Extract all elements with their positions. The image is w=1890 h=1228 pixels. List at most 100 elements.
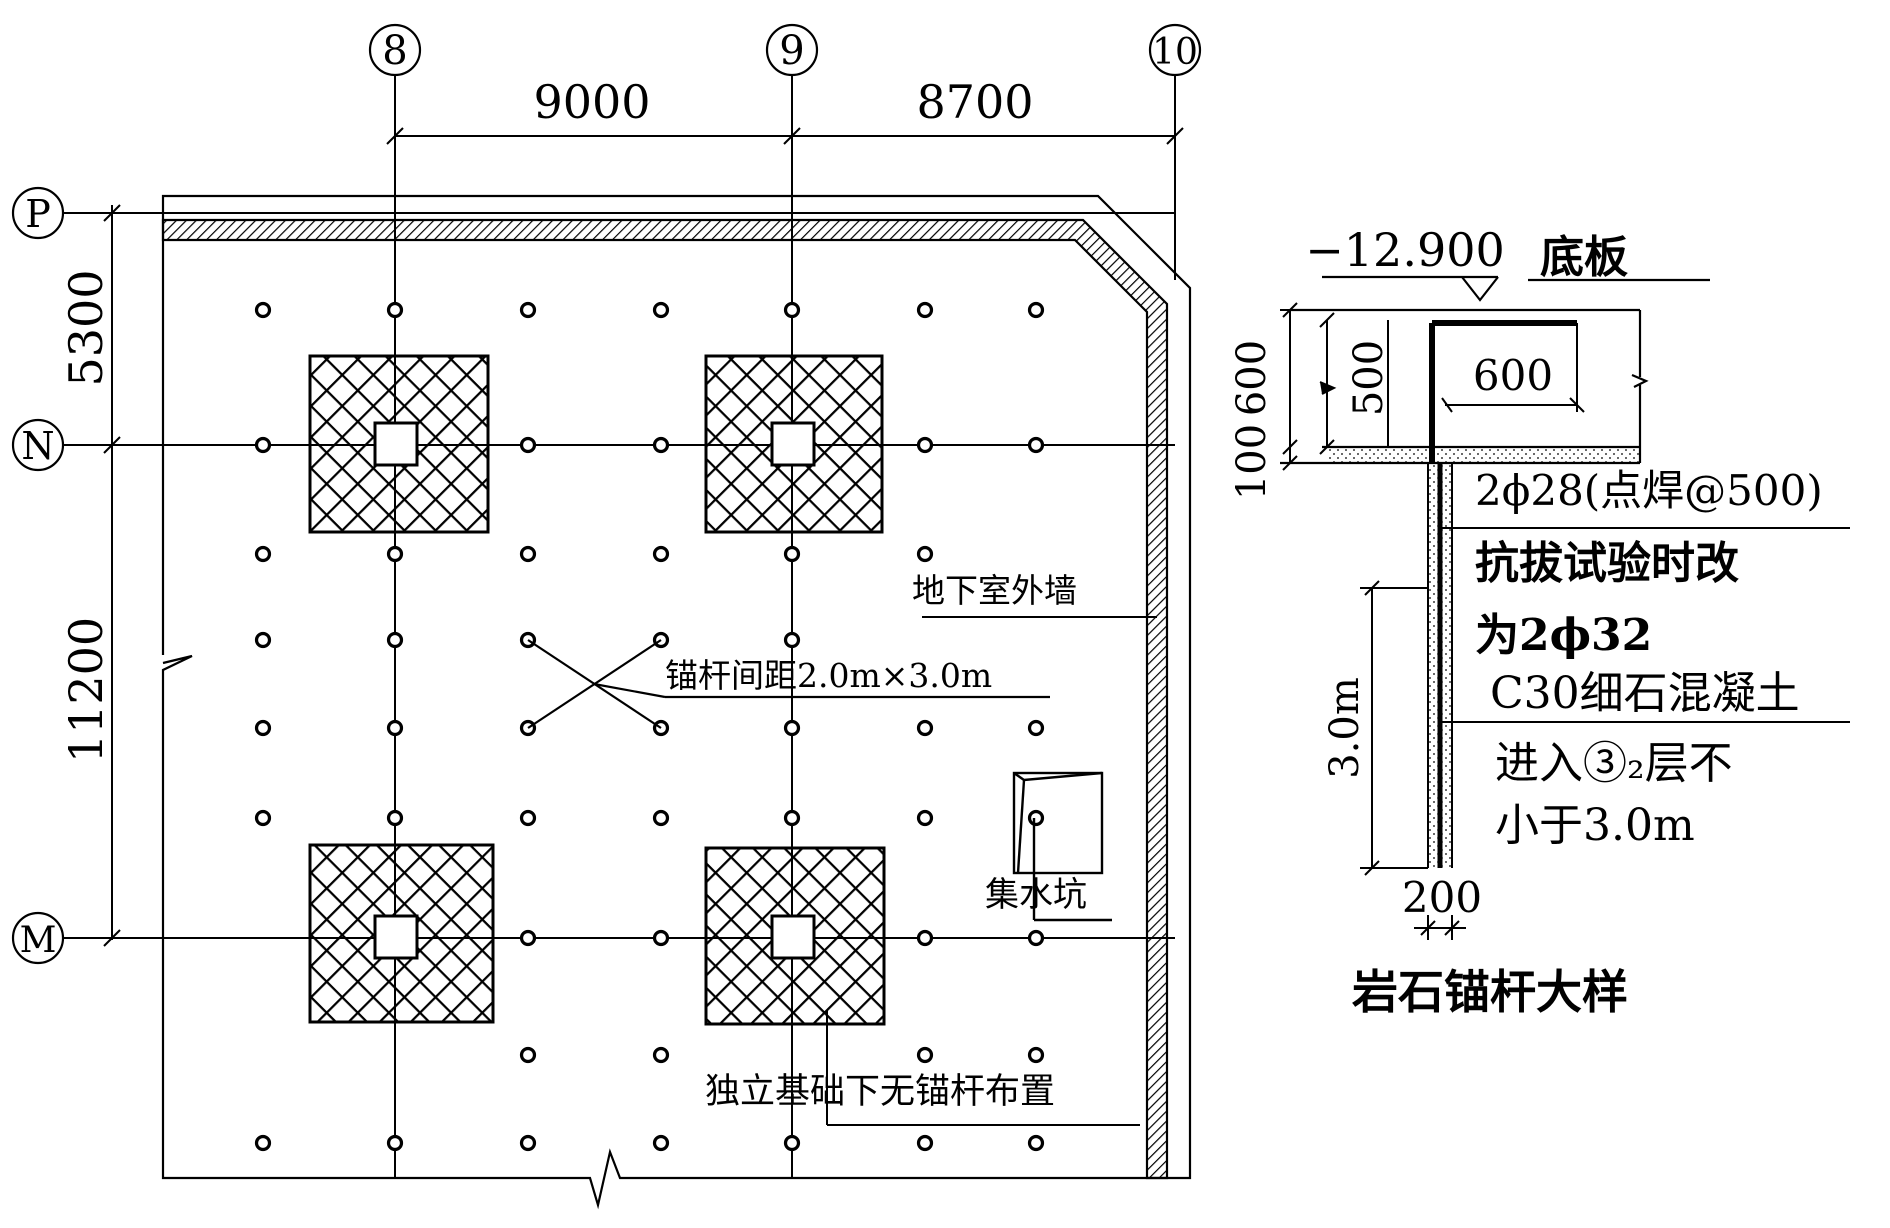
dimension-5300: 5300: [59, 269, 113, 386]
anchor-dot: [254, 631, 272, 649]
dim-600-outer: 600: [1229, 340, 1275, 416]
rebar-note: 2ϕ28(点焊@500): [1475, 466, 1823, 515]
footing-8-M: [308, 843, 495, 1024]
detail-title: 岩石锚杆大样: [1352, 965, 1628, 1019]
anchor-dot: [1027, 719, 1045, 737]
anchor-dot: [519, 436, 537, 454]
anchor-dot: [386, 1134, 404, 1152]
anchor-dot: [916, 719, 934, 737]
sump-pit: [1012, 771, 1112, 922]
test-note-line2: 为2ϕ32: [1475, 610, 1652, 661]
dimension-8700: 8700: [916, 75, 1033, 129]
anchor-dot: [916, 809, 934, 827]
grid-axis-M: M: [11, 911, 65, 965]
detail-dim-3m: [1360, 580, 1428, 876]
dimension-line-top: [386, 127, 1184, 145]
anchor-dot: [254, 301, 272, 319]
sump-label: 集水坑: [985, 875, 1087, 915]
anchor-dot: [386, 719, 404, 737]
isolated-footings: [308, 354, 886, 1026]
detail-note-leaders: [1440, 527, 1850, 723]
anchor-dot: [1027, 1046, 1045, 1064]
anchor-dot: [1027, 809, 1045, 827]
slab-section: [1280, 308, 1649, 465]
anchor-dot: [916, 545, 934, 563]
rebar-hook: [1429, 320, 1577, 462]
anchor-dot: [783, 631, 801, 649]
anchor-dot: [652, 1046, 670, 1064]
dimension-11200: 11200: [59, 617, 113, 763]
anchor-dot: [652, 929, 670, 947]
dim-100: 100: [1229, 424, 1275, 500]
anchor-dot: [386, 631, 404, 649]
anchor-dot: [916, 436, 934, 454]
anchor-dot: [783, 809, 801, 827]
embed-line1: 进入③₂层不: [1495, 738, 1733, 789]
anchor-dot: [254, 809, 272, 827]
anchor-dot: [1027, 1134, 1045, 1152]
anchor-dot: [1027, 929, 1045, 947]
anchor-dot: [1027, 301, 1045, 319]
grid-axis-9: 9: [765, 23, 819, 77]
anchor-dot: [916, 1134, 934, 1152]
anchor-dot: [652, 809, 670, 827]
svg-text:8: 8: [382, 28, 407, 74]
svg-text:M: M: [20, 920, 57, 961]
anchor-dot: [783, 301, 801, 319]
test-note-line1: 抗拔试验时改: [1475, 538, 1739, 589]
anchor-dot: [519, 1046, 537, 1064]
anchor-dot: [783, 719, 801, 737]
anchor-hole: [1427, 463, 1453, 868]
anchor-dot: [519, 545, 537, 563]
anchor-detail: −12.900 底板 600 100: [1229, 223, 1850, 1019]
dimension-line-left: [103, 204, 121, 947]
basement-outer-wall: [161, 218, 1169, 1180]
elevation-value: −12.900: [1305, 223, 1505, 277]
embed-line2: 小于3.0m: [1495, 800, 1695, 851]
dimension-9000: 9000: [533, 75, 650, 129]
grid-axis-8: 8: [368, 23, 422, 77]
anchor-dot: [519, 301, 537, 319]
anchor-dot: [519, 929, 537, 947]
grout-note: C30细石混凝土: [1490, 668, 1800, 719]
plan-view: 8 9 10 P N M: [11, 23, 1202, 1210]
anchor-dot: [386, 809, 404, 827]
anchor-spacing-label: 锚杆间距2.0m×3.0m: [665, 656, 992, 695]
anchor-dot: [652, 436, 670, 454]
grid-axis-10: 10: [1148, 23, 1202, 77]
anchor-dot: [254, 719, 272, 737]
no-anchor-leader: [826, 1010, 1140, 1126]
slab-label: 底板: [1540, 232, 1628, 283]
anchor-dot: [783, 545, 801, 563]
footing-9-M: [704, 846, 886, 1026]
detail-dim-500: [1319, 312, 1337, 455]
svg-text:N: N: [21, 424, 54, 468]
elevation-triangle: [1461, 276, 1499, 302]
dim-200: 200: [1402, 873, 1482, 922]
rock-anchors: [254, 301, 1045, 1152]
anchor-dot: [652, 545, 670, 563]
anchor-dot: [386, 301, 404, 319]
svg-text:9: 9: [779, 28, 804, 74]
anchor-dot: [254, 436, 272, 454]
anchor-dot: [916, 929, 934, 947]
dim-500: 500: [1346, 340, 1392, 416]
dim-600-hook: 600: [1473, 351, 1553, 400]
anchor-dot: [254, 545, 272, 563]
anchor-dot: [254, 1134, 272, 1152]
grid-axis-N: N: [11, 418, 65, 472]
outer-wall-label: 地下室外墙: [912, 571, 1077, 610]
anchor-dot: [1027, 436, 1045, 454]
anchor-dot: [652, 1134, 670, 1152]
detail-dim-200: [1414, 915, 1466, 940]
anchor-dot: [783, 1134, 801, 1152]
anchor-dot: [519, 809, 537, 827]
anchor-spacing-marker: [527, 639, 1050, 729]
dim-3m: 3.0m: [1322, 677, 1368, 779]
grid-axis-P: P: [11, 186, 65, 240]
detail-dim-left: [1280, 302, 1322, 471]
no-anchor-note: 独立基础下无锚杆布置: [705, 1072, 1055, 1112]
anchor-dot: [916, 301, 934, 319]
svg-text:P: P: [25, 192, 51, 236]
